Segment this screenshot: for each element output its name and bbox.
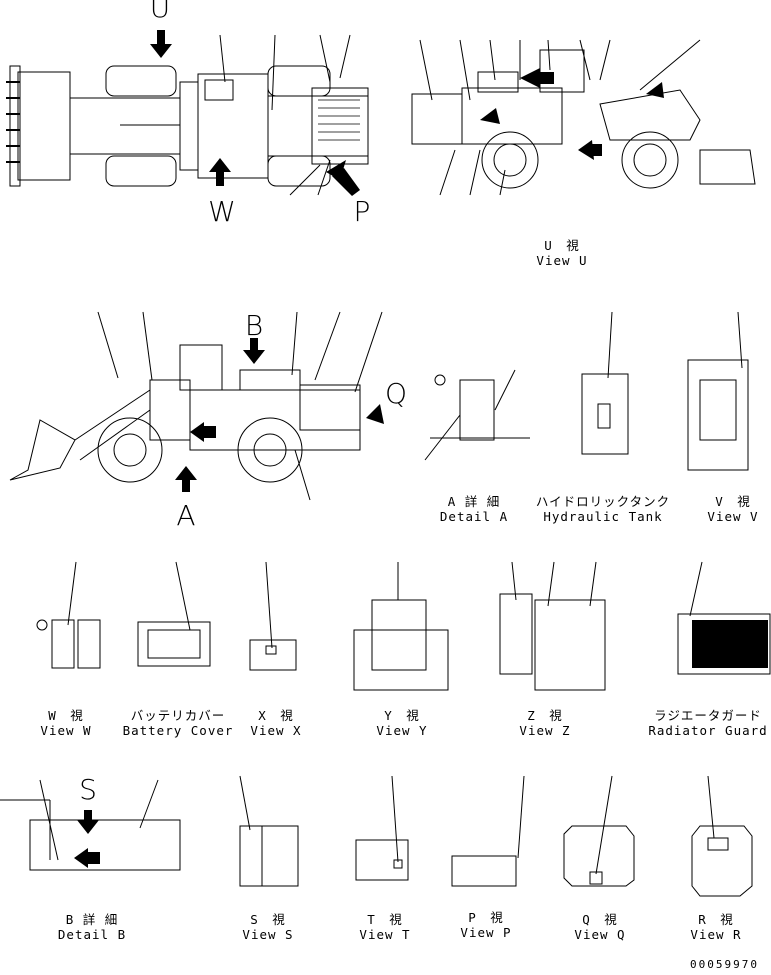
arrow-u-top	[150, 30, 172, 58]
radiator-guard-drawing	[678, 562, 770, 674]
view-letter-w: W	[208, 195, 236, 228]
view-p-drawing	[452, 776, 524, 886]
view-w-drawing	[37, 562, 100, 668]
arrows-detail-b	[74, 810, 100, 868]
arrow-p-top	[326, 160, 360, 196]
arrow-side-mid	[190, 422, 216, 442]
view-q-drawing	[564, 776, 634, 886]
view-letter-s: S	[79, 773, 97, 806]
view-v-drawing	[688, 312, 748, 470]
view-letter-u: U	[149, 0, 171, 24]
view-s-drawing	[240, 776, 298, 886]
top-view-loader	[6, 35, 368, 195]
view-y-drawing	[354, 562, 448, 690]
view-letter-q: Q	[384, 377, 408, 410]
view-letter-p: P	[353, 195, 371, 228]
arrow-w-top	[209, 158, 231, 186]
view-r-drawing	[692, 776, 752, 896]
view-u-loader	[412, 40, 755, 195]
battery-cover-drawing	[138, 562, 210, 666]
arrow-a	[175, 466, 197, 492]
arrow-b	[243, 338, 265, 364]
hydraulic-tank-drawing	[582, 312, 628, 454]
arrows-view-u	[480, 68, 664, 160]
drawing-code: 00059970	[690, 958, 759, 971]
arrow-q	[366, 404, 384, 424]
side-view-loader	[10, 312, 382, 500]
view-letter-b: B	[244, 309, 264, 342]
view-z-drawing	[500, 562, 605, 690]
view-x-drawing	[250, 562, 296, 670]
view-t-drawing	[356, 776, 408, 880]
detail-b-drawing	[0, 780, 180, 870]
view-letter-a: A	[176, 499, 196, 532]
detail-a-drawing	[425, 370, 530, 460]
